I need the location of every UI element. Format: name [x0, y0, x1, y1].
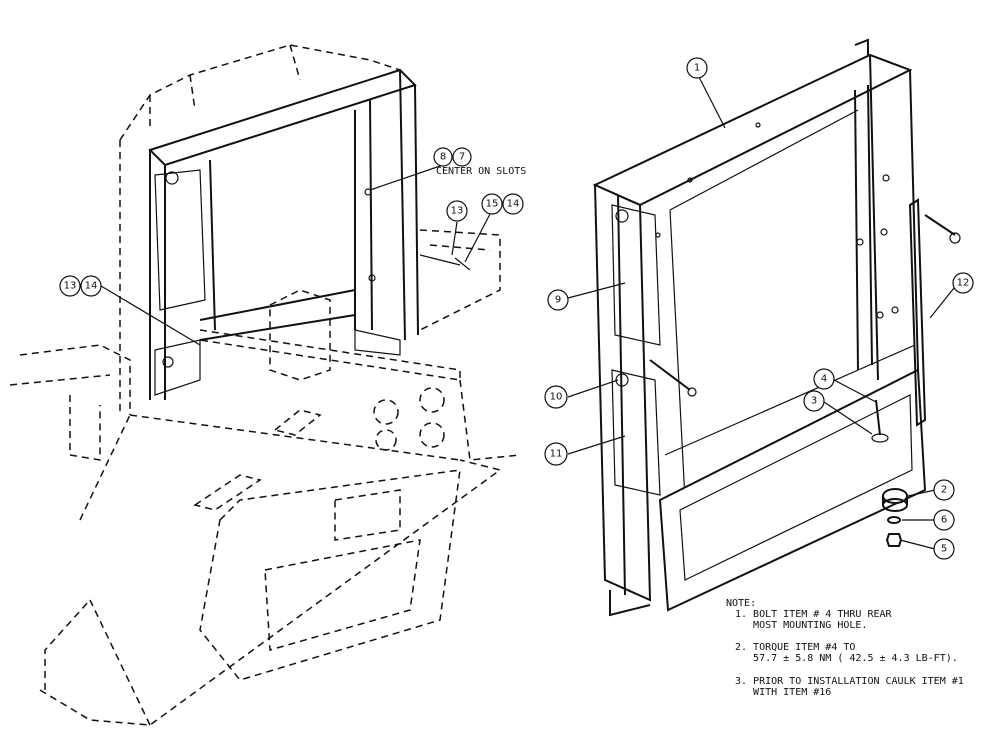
svg-text:6: 6	[941, 515, 947, 526]
callout-item-5: 5	[933, 538, 955, 560]
right-view-radiator-frame	[592, 38, 961, 617]
note-item-2: 2. TORQUE ITEM #4 TO 57.7 ± 5.8 NM ( 42.…	[735, 642, 958, 664]
note-heading: NOTE:	[726, 598, 757, 609]
callout-item-10: 10	[544, 385, 568, 409]
svg-text:13: 13	[451, 206, 464, 217]
left-view-radiator-frame	[148, 68, 471, 400]
callout-item-14: 14	[502, 193, 524, 215]
svg-text:11: 11	[550, 449, 563, 460]
callout-item-2: 2	[933, 479, 955, 501]
callout-item-12: 12	[952, 272, 974, 294]
callout-item-8: 8	[433, 147, 453, 167]
svg-text:10: 10	[550, 392, 563, 403]
machine-body-outline	[9, 44, 521, 726]
note-item-1: 1. BOLT ITEM # 4 THRU REAR MOST MOUNTING…	[735, 609, 892, 631]
svg-text:3: 3	[811, 396, 817, 407]
callout-item-7: 7	[452, 147, 472, 167]
callout-item-3: 3	[803, 390, 825, 412]
callout-item-15: 15	[481, 193, 503, 215]
callout-item-14: 14	[80, 275, 102, 297]
svg-text:1: 1	[694, 63, 700, 74]
callout-item-1: 1	[686, 57, 708, 79]
svg-text:7: 7	[459, 152, 465, 163]
svg-text:2: 2	[941, 485, 947, 496]
svg-text:15: 15	[486, 199, 499, 210]
callout-item-6: 6	[933, 509, 955, 531]
svg-text:9: 9	[555, 295, 561, 306]
callout-item-4: 4	[813, 368, 835, 390]
svg-text:13: 13	[64, 281, 77, 292]
callout-item-13: 13	[446, 200, 468, 222]
callout-item-13: 13	[59, 275, 81, 297]
svg-text:12: 12	[957, 278, 970, 289]
svg-text:14: 14	[85, 281, 98, 292]
leader-lines	[100, 72, 959, 550]
svg-text:8: 8	[440, 152, 446, 163]
svg-text:14: 14	[507, 199, 520, 210]
svg-text:4: 4	[821, 374, 827, 385]
center-on-slots-label: CENTER ON SLOTS	[436, 166, 527, 177]
note-item-3: 3. PRIOR TO INSTALLATION CAULK ITEM #1 W…	[735, 676, 964, 698]
callout-item-9: 9	[547, 289, 569, 311]
svg-text:5: 5	[941, 544, 947, 555]
callout-item-11: 11	[544, 442, 568, 466]
